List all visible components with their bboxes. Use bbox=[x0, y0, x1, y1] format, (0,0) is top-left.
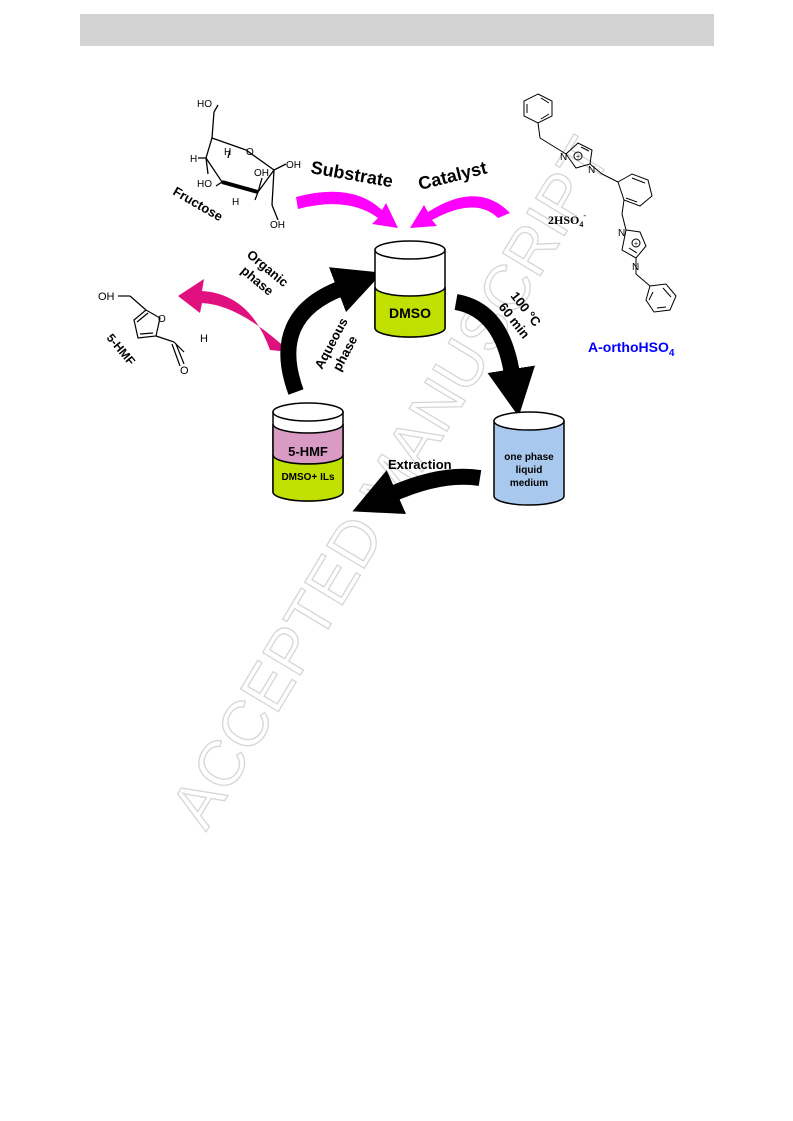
counter-ion-label: 2HSO4- bbox=[548, 211, 586, 229]
cycle-arrow-extraction bbox=[352, 468, 482, 515]
hmf-atom-o-carbonyl: O bbox=[180, 365, 189, 377]
fructose-atom-o-ring: O bbox=[246, 147, 254, 158]
catalyst-structure bbox=[523, 93, 677, 313]
fructose-atom-h-lower: H bbox=[232, 197, 239, 208]
one-phase-label-line1: one phase bbox=[504, 452, 554, 463]
hmf-structure bbox=[118, 295, 185, 367]
one-phase-label-line3: medium bbox=[510, 478, 548, 489]
catalyst-atom-n-top-2: N bbox=[588, 165, 595, 176]
cycle-arrow-aqueous bbox=[280, 267, 383, 395]
catalyst-atom-plus-top: + bbox=[576, 154, 580, 161]
hmf-product-label: 5-HMF bbox=[104, 331, 138, 368]
one-phase-vessel: one phase liquid medium bbox=[493, 411, 565, 506]
substrate-arrow bbox=[296, 191, 398, 228]
catalyst-label: Catalyst bbox=[416, 158, 489, 194]
fructose-atom-ho-top: HO bbox=[197, 99, 212, 110]
catalyst-atom-n-bot-2: N bbox=[632, 262, 639, 273]
extraction-label: Extraction bbox=[388, 457, 452, 472]
cycle-arrow-heating bbox=[454, 294, 535, 417]
catalyst-name-label: A-orthoHSO4 bbox=[588, 339, 675, 359]
biphasic-bottom-label: DMSO+ ILs bbox=[281, 472, 335, 483]
biphasic-vessel: 5-HMF DMSO+ ILs bbox=[272, 402, 344, 502]
fructose-atom-ho-mid: HO bbox=[197, 179, 212, 190]
fructose-atom-h-upper: H bbox=[224, 147, 231, 158]
fructose-structure bbox=[198, 104, 287, 221]
catalyst-atom-n-top-1: N bbox=[560, 152, 567, 163]
fructose-atom-oh-right: OH bbox=[286, 160, 301, 171]
header-bar bbox=[80, 14, 714, 46]
hmf-atom-oh: OH bbox=[98, 291, 115, 303]
catalyst-arrow bbox=[410, 196, 510, 228]
substrate-label: Substrate bbox=[309, 157, 394, 191]
fructose-ring bbox=[205, 137, 275, 193]
hmf-atom-h: H bbox=[200, 333, 208, 345]
fructose-atom-oh-bottom: OH bbox=[270, 220, 285, 231]
dmso-vessel: DMSO bbox=[374, 240, 446, 338]
organic-phase-arrow bbox=[178, 279, 290, 352]
catalyst-atom-plus-bot: + bbox=[634, 241, 638, 248]
dmso-vessel-label: DMSO bbox=[389, 305, 431, 321]
catalyst-atom-n-bot-1: N bbox=[618, 228, 625, 239]
fructose-atom-h-left: H bbox=[190, 154, 197, 165]
biphasic-top-label: 5-HMF bbox=[288, 444, 328, 459]
one-phase-label-line2: liquid bbox=[516, 465, 543, 476]
hmf-atom-o-ring: O bbox=[158, 314, 166, 325]
fructose-atom-oh-mid: OH bbox=[254, 168, 269, 179]
